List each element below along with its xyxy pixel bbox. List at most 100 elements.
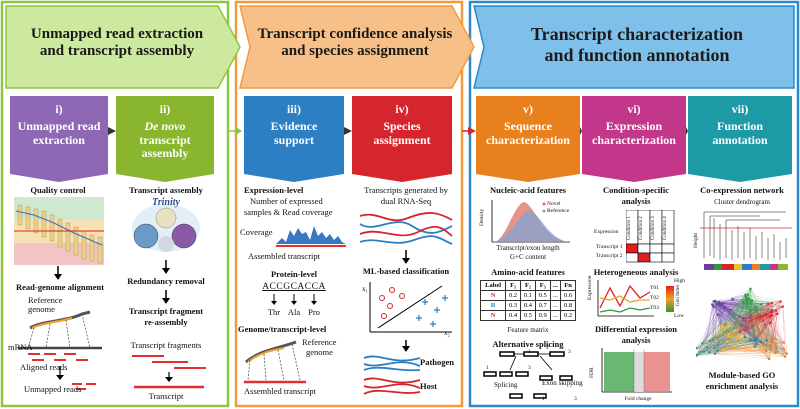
network-node [754, 305, 758, 309]
matrix-cell: 0.6 [560, 290, 576, 301]
network-edge [750, 314, 788, 354]
step-6-label-line2: characterization [592, 132, 676, 147]
redundancy-removal-label: Redundancy removal [127, 276, 205, 286]
network-edge [714, 328, 748, 354]
axis-x2-label: x₂ [444, 329, 450, 337]
legend-novel: Novel [547, 201, 561, 207]
alignment-label: Read-genome alignment [15, 282, 105, 292]
splicing-diagram [483, 351, 573, 399]
step-2-number: ii) [159, 102, 171, 116]
network-node [715, 302, 718, 306]
network-edge [756, 310, 773, 341]
network-edge [750, 315, 755, 341]
network-edge [739, 316, 770, 360]
transcript-label: Transcript [148, 391, 184, 401]
network-node [742, 300, 745, 303]
splice-num-5: 3 [528, 365, 531, 371]
network-node [745, 297, 748, 300]
network-node [743, 336, 746, 339]
reassembly-label-line2: re-assembly [144, 317, 188, 327]
amino-features-label: Amino-acid features [491, 267, 565, 277]
network-edge [717, 339, 756, 346]
step-5-number: v) [523, 102, 533, 116]
network-edge [717, 345, 771, 348]
network-node [779, 300, 782, 303]
matrix-cell: 0.9 [534, 310, 551, 321]
expression-desc-line1: Number of expressed [250, 196, 323, 206]
matrix-header-cell: F₃ [534, 280, 551, 291]
cluster-dendrogram-label: Cluster dendrogram [714, 198, 770, 206]
matrix-cell: ... [549, 310, 562, 321]
network-edge [770, 310, 773, 350]
network-node [765, 339, 768, 342]
network-edge [747, 328, 777, 349]
expression-label: Expression [594, 229, 619, 235]
step-2-label-line2: transcript [139, 132, 191, 147]
ml-scatter-plot [369, 282, 452, 333]
network-edge [696, 346, 771, 349]
step-1-label-line2: extraction [33, 132, 85, 147]
gini-index-label: Gini Index [676, 284, 681, 306]
network-node [769, 348, 773, 352]
matrix-cell: ... [549, 290, 562, 301]
step-2-box [116, 96, 214, 182]
network-edge [709, 317, 746, 342]
section-3-banner [473, 5, 795, 89]
network-edge [742, 317, 785, 350]
network-node [718, 324, 721, 327]
network-edge [714, 316, 740, 349]
alignment-diagram [18, 310, 102, 390]
dendrogram-plot [700, 211, 792, 270]
fold-change-label: Fold change [624, 396, 652, 402]
network-node [746, 293, 750, 296]
network-edge [717, 331, 740, 351]
section-1-title-line2: and transcript assembly [39, 43, 195, 60]
network-node [753, 345, 756, 348]
network-node [716, 343, 719, 347]
network-node [781, 305, 784, 308]
network-node [732, 342, 736, 346]
network-edge [702, 332, 721, 344]
step-6-number: vi) [627, 102, 641, 116]
network-node [744, 319, 748, 323]
network-node [726, 346, 729, 349]
network-node [744, 316, 747, 320]
network-edge [712, 301, 714, 340]
network-edge [747, 321, 750, 329]
step-3-label-line1: Evidence [270, 119, 318, 134]
matrix-header-cell: F₁ [505, 280, 521, 291]
network-node [770, 301, 774, 305]
network-node [772, 338, 776, 341]
network-edge [712, 324, 741, 340]
network-edge [771, 311, 778, 352]
amino-acid-pro: Pro [308, 307, 320, 317]
module-go-line1: Module-based GO [708, 370, 776, 380]
network-edge [703, 339, 757, 353]
network-edge [696, 343, 703, 355]
network-edge [719, 302, 772, 326]
t03-label: T03 [650, 305, 659, 311]
step-7-box [688, 96, 792, 182]
network-node [776, 312, 779, 315]
network-node [746, 327, 749, 330]
step-6-label-line1: Expression [605, 119, 663, 134]
step-7-number: vii) [731, 102, 749, 116]
network-node [736, 342, 739, 345]
fdr-axis-label: FDR [589, 367, 595, 378]
step-2-label-line3: assembly [141, 146, 189, 161]
network-edge [702, 326, 724, 344]
network-edge [749, 321, 787, 354]
network-node [759, 315, 763, 318]
step-6-box [582, 96, 686, 182]
network-edge [745, 321, 755, 347]
module-go-line2: enrichment analysis [705, 381, 779, 391]
network-node [744, 293, 747, 296]
network-edge [702, 343, 786, 357]
coexpression-label: Co-expression network [700, 185, 784, 195]
arrow-to-species [402, 340, 410, 352]
gini-color-bar [666, 286, 674, 312]
network-node [775, 347, 779, 350]
heterogeneous-plot [597, 280, 654, 317]
splice-num-4: 1 [486, 365, 489, 371]
